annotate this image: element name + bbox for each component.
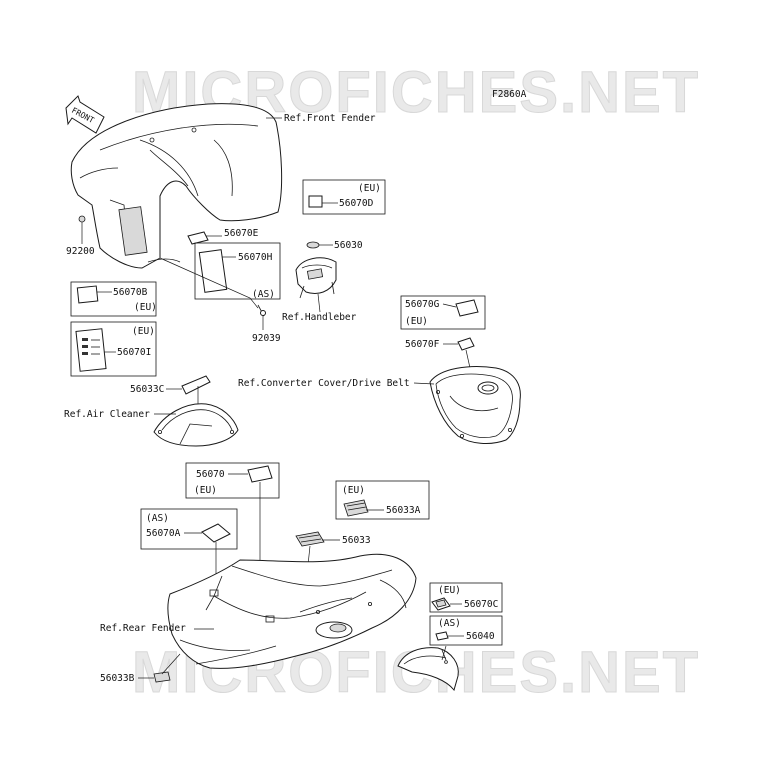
label-56070H: 56070H	[238, 252, 273, 263]
decal-56070E-icon	[187, 231, 209, 245]
label-as: (AS)	[146, 513, 169, 524]
cap-56030-icon	[306, 241, 320, 249]
decal-56070H-icon	[198, 249, 228, 293]
decal-56070I-icon	[75, 328, 107, 372]
air-cleaner-cover-illustration	[153, 403, 239, 447]
front-arrow-icon: FRONT	[65, 95, 105, 134]
callout-box-56033A	[335, 480, 430, 520]
label-eu: (EU)	[405, 316, 428, 327]
label-ref-rear-fender: Ref.Rear Fender	[100, 623, 186, 634]
label-eu: (EU)	[358, 183, 381, 194]
decal-56070B-icon	[76, 285, 99, 304]
figure-code: F2860A	[492, 89, 527, 100]
label-56040: 56040	[466, 631, 495, 642]
callout-box-56040	[429, 615, 503, 646]
label-92200: 92200	[66, 246, 95, 257]
tool-tray-illustration	[397, 647, 459, 692]
clip-92200-icon	[78, 215, 86, 223]
label-eu: (EU)	[342, 485, 365, 496]
label-56070G: 56070G	[405, 299, 440, 310]
decal-56070-icon	[247, 465, 273, 483]
label-56070A: 56070A	[146, 528, 181, 539]
handlebar-cover-illustration	[295, 257, 337, 299]
label-56070I: 56070I	[117, 347, 151, 358]
label-as: (AS)	[438, 618, 461, 629]
label-56070F: 56070F	[405, 339, 440, 350]
decal-56070A-icon	[201, 523, 231, 543]
label-56070B: 56070B	[113, 287, 148, 298]
label-eu: (EU)	[134, 302, 157, 313]
callout-box-56070H	[194, 242, 281, 300]
label-56070D: 56070D	[339, 198, 374, 209]
label-ref-converter-cover: Ref.Converter Cover/Drive Belt	[238, 378, 410, 389]
label-as: (AS)	[252, 289, 275, 300]
label-56030: 56030	[334, 240, 363, 251]
label-56070E: 56070E	[224, 228, 259, 239]
label-eu: (EU)	[438, 585, 461, 596]
label-56033B: 56033B	[100, 673, 135, 684]
label-56033: 56033	[342, 535, 371, 546]
decal-on-fender	[118, 206, 148, 256]
callout-box-56070I	[70, 321, 157, 377]
decal-56033C-icon	[181, 375, 211, 395]
callout-box-56070D	[302, 179, 386, 215]
label-56070C: 56070C	[464, 599, 498, 610]
label-eu: (EU)	[132, 326, 155, 337]
callout-box-56070C	[429, 582, 503, 613]
label-56033C: 56033C	[130, 384, 164, 395]
label-56033A: 56033A	[386, 505, 421, 516]
callout-box-56070B	[70, 281, 157, 317]
label-eu: (EU)	[194, 485, 217, 496]
converter-cover-illustration	[429, 366, 521, 444]
callout-box-56070	[185, 462, 280, 499]
label-ref-front-fender: Ref.Front Fender	[284, 113, 376, 124]
rear-fender-illustration	[167, 553, 417, 669]
decal-56033A-icon	[343, 499, 369, 517]
callout-box-56070G	[400, 295, 486, 330]
decal-56070D-icon	[308, 195, 323, 208]
callout-box-56070A	[140, 508, 238, 550]
label-ref-handleber: Ref.Handleber	[282, 312, 357, 323]
decal-56070G-icon	[455, 299, 479, 317]
decal-56070C-icon	[431, 597, 451, 611]
label-92039: 92039	[252, 333, 281, 344]
front-fender-illustration	[70, 103, 283, 269]
decal-56070F-icon	[457, 337, 475, 351]
label-56070: 56070	[196, 469, 225, 480]
label-ref-air-cleaner: Ref.Air Cleaner	[64, 409, 150, 420]
decal-56033-icon	[295, 531, 325, 547]
screw-92039-icon	[257, 304, 266, 317]
decal-56040-icon	[435, 631, 449, 641]
